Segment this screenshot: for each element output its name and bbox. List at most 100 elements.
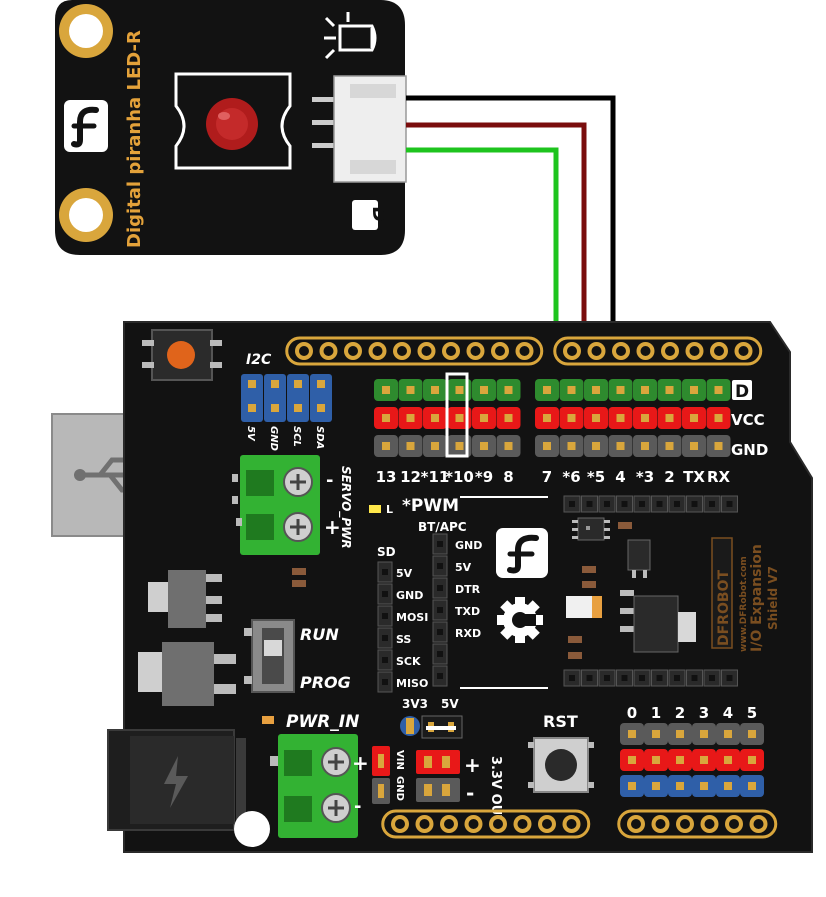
- bt-pin-label: DTR: [455, 583, 481, 596]
- digital-pin-label: 4: [615, 468, 625, 486]
- switch-prog-label: PROG: [300, 673, 351, 692]
- digital-pin-label: *11: [421, 468, 450, 486]
- v5-label: 5V: [441, 697, 459, 711]
- digital-pin-label: 13: [376, 468, 397, 486]
- dfrobot-logo-icon: [64, 100, 108, 152]
- digital-pin-label: *10: [445, 468, 474, 486]
- sd-label: SD: [377, 545, 396, 559]
- product-version: Shield V7: [766, 566, 780, 630]
- row-label-vcc: VCC: [731, 411, 765, 429]
- digital-pin-label: *3: [636, 468, 654, 486]
- smd-components: [566, 517, 722, 659]
- row-label-gnd: GND: [731, 441, 768, 459]
- bt-label: BT/APC: [418, 520, 467, 534]
- digital-pin-label: *5: [587, 468, 605, 486]
- voltage-jumper[interactable]: [400, 715, 463, 739]
- brand-url: www.DFRobot.com: [739, 556, 749, 652]
- servo-power-terminal: [240, 455, 320, 555]
- brand-block: DFROBOT www.DFRobot.com I/O Expansion Sh…: [711, 537, 780, 652]
- i2c-pin: [287, 374, 309, 422]
- vin-gnd-header: [372, 746, 390, 804]
- led-footprint: [174, 72, 292, 170]
- i2c-label: I2C: [246, 352, 272, 368]
- analog-pin-label: 0: [627, 704, 637, 722]
- bt-pin-label: GND: [455, 539, 482, 552]
- v33-label: 3V3: [402, 697, 428, 711]
- row-label-d-box: [732, 380, 752, 400]
- digital-pin-label: *9: [475, 468, 493, 486]
- vin-label: VIN: [394, 750, 405, 770]
- row-label-d: D: [735, 382, 749, 402]
- orange-button[interactable]: [142, 329, 222, 381]
- gear-icon: [497, 597, 543, 643]
- mounting-hole-top: [59, 4, 113, 58]
- i2c-pin-label: SDA: [314, 426, 325, 449]
- lightning-icon: [164, 756, 188, 808]
- bt-pin-header: [432, 533, 448, 687]
- analog-pin-rows: [620, 723, 764, 797]
- led-symbol-icon: [324, 12, 377, 60]
- analog-pin-label: 5: [747, 704, 757, 722]
- sd-pin-label: 5V: [396, 567, 413, 580]
- digital-pin-label: RX: [707, 468, 731, 486]
- sd-pin-label: MOSI: [396, 611, 428, 624]
- bottom-header-right: [617, 809, 778, 839]
- gnd-label-power: GND: [394, 776, 405, 801]
- reset-button[interactable]: [528, 737, 594, 793]
- brand-name: DFROBOT: [716, 570, 732, 646]
- led-module: Digital piranha LED-R: [55, 0, 407, 255]
- i2c-pin-label: GND: [268, 426, 279, 451]
- digital-pin-label: 7: [542, 468, 552, 486]
- out-label: 3.3V OUT: [488, 756, 503, 824]
- mounting-hole-bottom: [59, 188, 113, 242]
- top-header-left: [285, 336, 544, 366]
- analog-pin-label: 4: [723, 704, 733, 722]
- led-l-label: L: [386, 503, 393, 516]
- led-l-indicator: [369, 505, 381, 513]
- servo-minus: -: [326, 470, 333, 491]
- pwr-in-label: PWR_IN: [286, 712, 359, 732]
- sd-pin-label: SS: [396, 633, 411, 646]
- pin-10-highlight: [445, 372, 469, 458]
- sd-pin-header: [377, 561, 393, 693]
- out-minus: -: [466, 781, 474, 805]
- out-header: [416, 750, 460, 802]
- pwr-minus: -: [354, 796, 361, 817]
- sd-pin-label: GND: [396, 589, 423, 602]
- digital-pin-label: TX: [683, 468, 705, 486]
- regulator-2: [138, 642, 236, 706]
- bottom-header-left: [381, 809, 591, 839]
- module-connector: [312, 75, 407, 183]
- digital-pin-label: *6: [562, 468, 580, 486]
- run-prog-switch[interactable]: [244, 619, 295, 693]
- dfrobot-logo-icon-shield: [496, 528, 548, 578]
- power-jack: [107, 729, 270, 847]
- out-plus: +: [464, 753, 481, 777]
- i2c-pin-label: SCL: [291, 426, 302, 447]
- i2c-pin-labels: 5V GND SCL SDA: [245, 426, 325, 451]
- analog-pin-label: 3: [699, 704, 709, 722]
- i2c-pin-label: 5V: [245, 426, 256, 442]
- pwr-in-terminal: [270, 734, 358, 838]
- pwm-note: *PWM: [402, 496, 459, 516]
- digital-pin-rows: [374, 379, 731, 457]
- servo-label: SERVO_PWR: [338, 466, 353, 549]
- module-letter: D: [368, 206, 390, 222]
- bt-pin-label: RXD: [455, 627, 481, 640]
- digital-pin-label: 2: [664, 468, 674, 486]
- product-name: I/O Expansion: [749, 544, 765, 652]
- digital-pin-label: 8: [503, 468, 513, 486]
- digital-pin-label: 12: [400, 468, 421, 486]
- switch-run-label: RUN: [300, 625, 339, 644]
- bt-pin-label: 5V: [455, 561, 472, 574]
- analog-pin-label: 2: [675, 704, 685, 722]
- regulator-1: [148, 570, 222, 628]
- sd-pin-label: SCK: [396, 655, 421, 668]
- top-header-right: [553, 336, 763, 366]
